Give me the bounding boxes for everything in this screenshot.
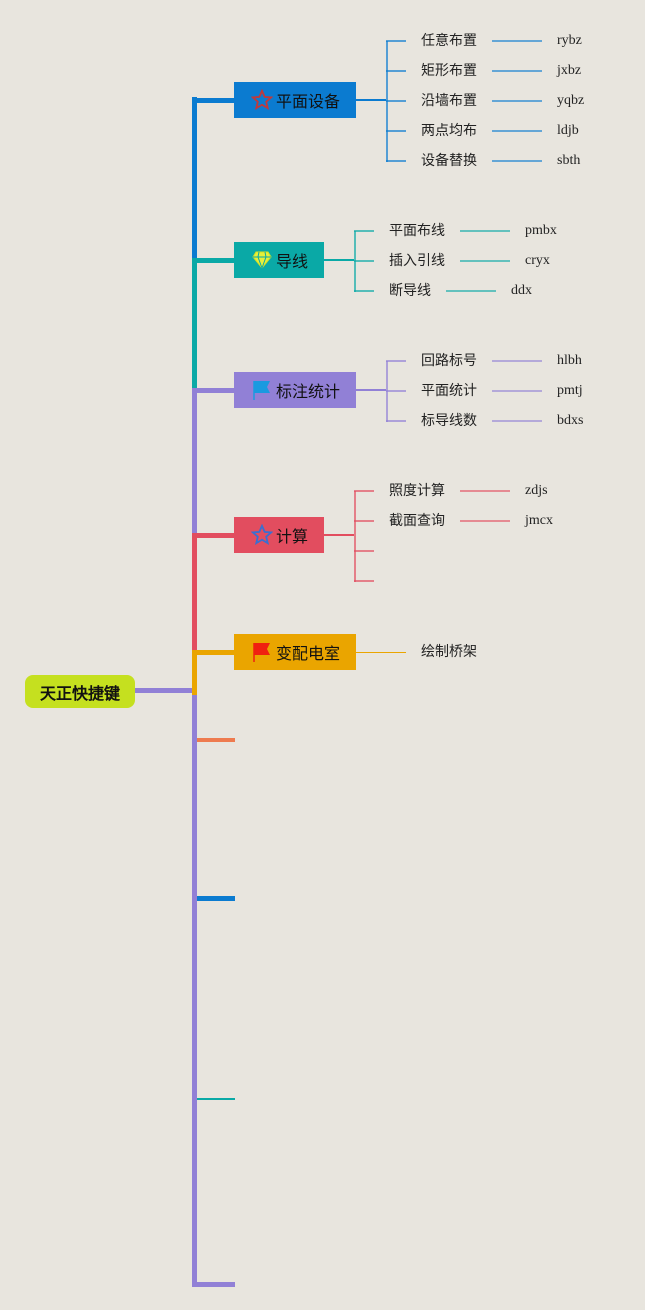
spine-segment-4 [192, 650, 197, 695]
leaf-label[interactable]: 标导线数 [421, 413, 477, 429]
child-tick [354, 290, 374, 292]
leaf-label[interactable]: 平面布线 [389, 223, 445, 239]
leaf-label[interactable]: 平面统计 [421, 383, 477, 399]
shortcut-code: sbth [557, 153, 581, 168]
branch-out-line [356, 389, 386, 391]
child-tick [386, 420, 406, 422]
root-connector [135, 688, 197, 693]
code-line [460, 490, 510, 492]
spine-segment-1 [192, 258, 197, 395]
child-tick [354, 490, 374, 492]
code-line [460, 520, 510, 522]
leaf-label[interactable]: 照度计算 [389, 483, 445, 499]
branch-out-line [356, 99, 386, 101]
shortcut-code: zdjs [525, 483, 548, 498]
branch-label: 变配电室 [276, 644, 341, 663]
leaf-label[interactable]: 插入引线 [389, 253, 445, 269]
child-tick [386, 160, 406, 162]
code-line [492, 100, 542, 102]
code-line [492, 160, 542, 162]
empty-branch-stub [197, 1282, 235, 1287]
shortcut-code: yqbz [557, 93, 585, 108]
leaf-label[interactable]: 绘制桥架 [421, 644, 477, 660]
shortcut-code: rybz [557, 33, 582, 48]
flag-icon [250, 378, 274, 402]
spine-segment-3 [192, 533, 197, 695]
branch-label: 计算 [276, 527, 309, 546]
code-line [492, 130, 542, 132]
child-tick [386, 130, 406, 132]
main-spine [192, 385, 197, 1287]
child-tick [354, 520, 374, 522]
child-tick [354, 580, 374, 582]
child-tick [386, 100, 406, 102]
branch-connector-3 [192, 533, 234, 538]
code-line [446, 290, 496, 292]
branch-node-0[interactable]: 平面设备 [234, 82, 356, 118]
root-label: 天正快捷键 [39, 683, 120, 703]
leaf-label[interactable]: 断导线 [389, 283, 431, 299]
star-outline-icon [250, 88, 274, 112]
code-line [492, 70, 542, 72]
leaf-label[interactable]: 沿墙布置 [421, 93, 477, 109]
empty-branch-stub [197, 738, 235, 742]
child-tick [386, 360, 406, 362]
star-outline-icon [250, 523, 274, 547]
branch-node-3[interactable]: 计算 [234, 517, 324, 553]
branch-connector-2 [192, 388, 234, 393]
root-node[interactable]: 天正快捷键 [25, 675, 135, 708]
branch-node-4[interactable]: 变配电室 [234, 634, 356, 670]
branch-out-line [324, 534, 354, 536]
code-line [460, 230, 510, 232]
code-line [492, 390, 542, 392]
shortcut-code: bdxs [557, 413, 584, 428]
branch-connector-1 [192, 258, 234, 263]
shortcut-code: jxbz [557, 63, 582, 78]
empty-branch-stub [197, 896, 235, 901]
leaf-label[interactable]: 截面查询 [389, 513, 445, 529]
shortcut-code: jmcx [525, 513, 553, 528]
code-line [492, 420, 542, 422]
child-tick [354, 230, 374, 232]
shortcut-code: pmtj [557, 383, 583, 398]
shortcut-code: pmbx [525, 223, 557, 238]
empty-branch-stub [197, 1098, 235, 1100]
branch-node-1[interactable]: 导线 [234, 242, 324, 278]
branch-node-2[interactable]: 标注统计 [234, 372, 356, 408]
shortcut-code: hlbh [557, 353, 582, 368]
branch-connector-4 [192, 650, 234, 655]
branch-out-line [324, 259, 354, 261]
shortcut-code: ddx [511, 283, 532, 298]
code-line [492, 40, 542, 42]
flag-icon [250, 640, 274, 664]
child-bracket [354, 491, 356, 582]
shortcut-code: ldjb [557, 123, 579, 138]
leaf-label[interactable]: 回路标号 [421, 353, 477, 369]
branch-label: 导线 [276, 252, 309, 271]
child-tick [354, 260, 374, 262]
leaf-label[interactable]: 两点均布 [421, 123, 477, 139]
child-tick [386, 70, 406, 72]
branch-label: 平面设备 [276, 92, 341, 111]
spine-segment-0 [192, 97, 197, 265]
child-tick [386, 40, 406, 42]
code-line [492, 360, 542, 362]
leaf-label[interactable]: 矩形布置 [421, 63, 477, 79]
branch-connector-0 [192, 98, 234, 103]
shortcut-code: cryx [525, 253, 550, 268]
code-line [460, 260, 510, 262]
child-tick [354, 550, 374, 552]
branch-out-line [356, 652, 406, 653]
leaf-label[interactable]: 任意布置 [421, 33, 477, 49]
leaf-label[interactable]: 设备替换 [421, 153, 477, 169]
branch-label: 标注统计 [276, 382, 341, 401]
child-tick [386, 390, 406, 392]
diamond-icon [250, 248, 274, 272]
